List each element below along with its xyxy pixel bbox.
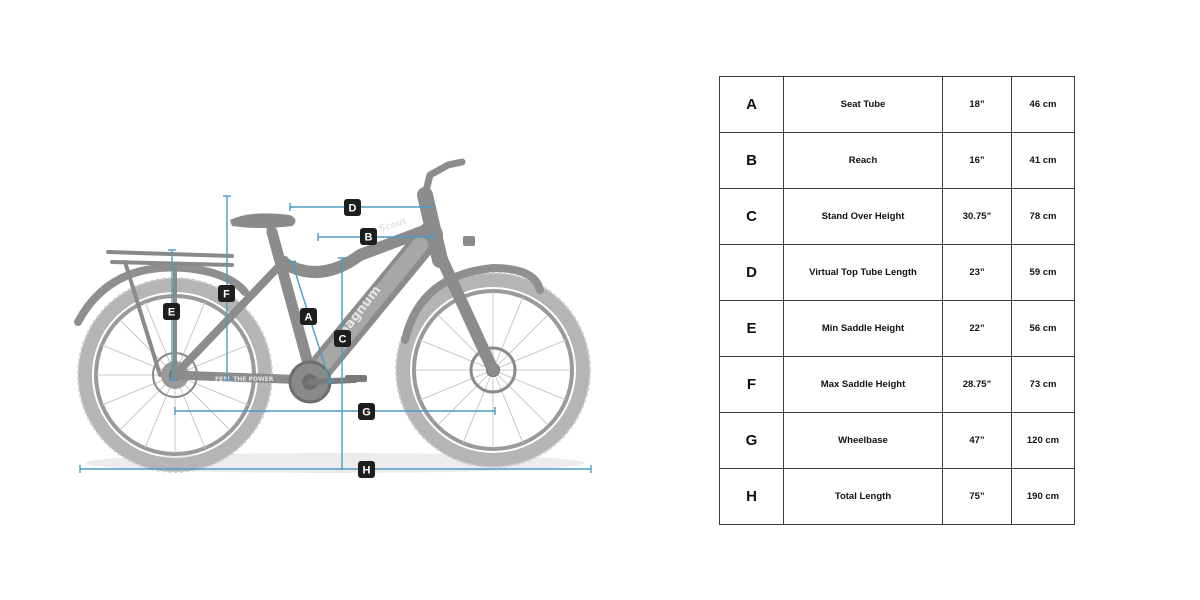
label-badge-h: H [358,461,375,478]
table-row: D Virtual Top Tube Length 23” 59 cm [719,244,1075,301]
table-row: H Total Length 75” 190 cm [719,468,1075,525]
row-measurement-name: Reach [783,132,943,189]
svg-text:D: D [349,203,357,215]
label-badge-c: C [334,330,351,347]
headlight [463,236,475,246]
row-value-cm: 120 cm [1011,412,1075,469]
row-value-inches: 23” [942,244,1012,301]
pedal [345,375,367,382]
label-badge-b: B [360,228,377,245]
row-letter: A [719,76,784,133]
row-value-cm: 56 cm [1011,300,1075,357]
tagline-text: FEEL THE POWER [215,376,274,383]
table-row: G Wheelbase 47” 120 cm [719,412,1075,469]
row-letter: B [719,132,784,189]
front-fender [401,263,544,344]
row-measurement-name: Wheelbase [783,412,943,469]
row-value-cm: 73 cm [1011,356,1075,413]
row-value-inches: 22” [942,300,1012,357]
row-value-inches: 75” [942,468,1012,525]
table-row: F Max Saddle Height 28.75” 73 cm [719,356,1075,413]
rear-fender [74,263,249,326]
row-letter: C [719,188,784,245]
row-value-inches: 47” [942,412,1012,469]
row-measurement-name: Max Saddle Height [783,356,943,413]
svg-text:G: G [362,407,371,419]
saddle [230,213,296,228]
table-row: C Stand Over Height 30.75” 78 cm [719,188,1075,245]
row-value-cm: 46 cm [1011,76,1075,133]
rear-brake-disc [152,352,198,398]
label-badge-a: A [300,308,317,325]
row-letter: D [719,244,784,301]
row-measurement-name: Seat Tube [783,76,943,133]
row-value-cm: 41 cm [1011,132,1075,189]
label-badge-e: E [163,303,180,320]
row-value-inches: 16” [942,132,1012,189]
row-measurement-name: Stand Over Height [783,188,943,245]
row-letter: G [719,412,784,469]
table-row: E Min Saddle Height 22” 56 cm [719,300,1075,357]
table-row: B Reach 16” 41 cm [719,132,1075,189]
svg-text:B: B [365,232,373,244]
row-measurement-name: Min Saddle Height [783,300,943,357]
row-letter: E [719,300,784,357]
row-letter: H [719,468,784,525]
row-value-inches: 18” [942,76,1012,133]
label-badge-g: G [358,403,375,420]
bike-geometry-diagram: magnum Scout FEEL THE POWER [74,158,592,478]
row-value-cm: 59 cm [1011,244,1075,301]
svg-text:C: C [339,334,347,346]
geometry-table: A Seat Tube 18” 46 cm B Reach 16” 41 cm … [719,76,1075,525]
row-measurement-name: Virtual Top Tube Length [783,244,943,301]
row-value-inches: 28.75” [942,356,1012,413]
row-value-cm: 78 cm [1011,188,1075,245]
svg-text:F: F [223,289,230,301]
svg-text:E: E [168,307,175,319]
row-measurement-name: Total Length [783,468,943,525]
svg-text:H: H [363,465,371,477]
label-badge-d: D [344,199,361,216]
row-value-cm: 190 cm [1011,468,1075,525]
table-row: A Seat Tube 18” 46 cm [719,76,1075,133]
svg-text:A: A [305,312,313,324]
row-letter: F [719,356,784,413]
label-badge-f: F [218,285,235,302]
row-value-inches: 30.75” [942,188,1012,245]
